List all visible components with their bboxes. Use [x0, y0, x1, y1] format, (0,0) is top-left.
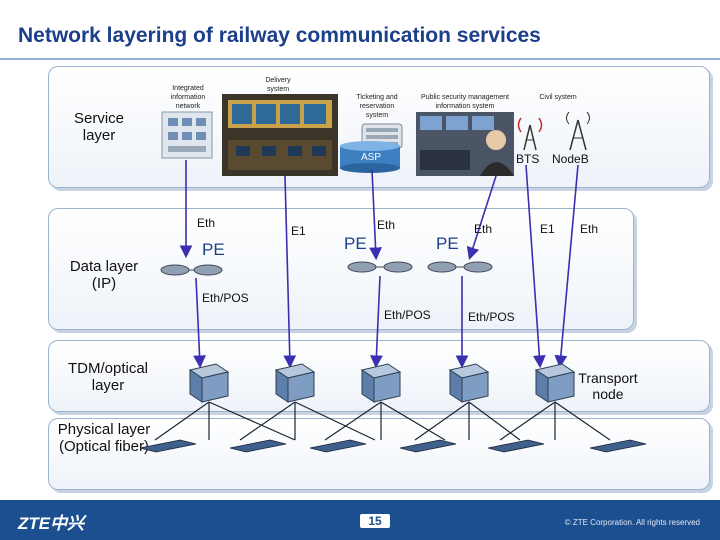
- fiber-device-4: [399, 439, 457, 453]
- e1-label-1: E1: [291, 224, 306, 238]
- arrow-asp-to-pe: [369, 169, 382, 261]
- delivery-system-label: Delivery system: [265, 77, 291, 93]
- title-divider: [0, 58, 720, 60]
- ethpos-label-2: Eth/POS: [384, 308, 431, 322]
- pe-label-2: PE: [344, 234, 367, 253]
- transport-node-4: [448, 363, 490, 403]
- integrated-network-label: Integrated information network: [170, 85, 206, 110]
- ethpos-label-3: Eth/POS: [468, 310, 515, 324]
- e1-label-2: E1: [540, 222, 555, 236]
- bts-label: BTS: [516, 152, 540, 166]
- eth-label-4: Eth: [580, 222, 599, 236]
- arrow-pe-to-tdm-1: [193, 277, 206, 369]
- fiber-devices: [139, 439, 647, 453]
- page-title: Network layering of railway communicatio…: [18, 24, 541, 47]
- fiber-device-1: [139, 439, 197, 453]
- ticketing-label: Ticketing and reservation system: [356, 94, 398, 119]
- asp-database-image: [340, 141, 400, 173]
- ethpos-label-1: Eth/POS: [202, 291, 249, 305]
- transport-node-3: [360, 363, 402, 403]
- integrated-network-image: [161, 111, 213, 159]
- public-security-label: Public security management information s…: [421, 94, 509, 110]
- pe-label-1: PE: [202, 240, 225, 259]
- data-layer-label: Data layer (IP): [69, 258, 139, 292]
- pe-label-3: PE: [436, 234, 459, 253]
- tdm-layer-label: TDM/optical layer: [67, 360, 149, 394]
- transport-node-label: Transport node: [578, 370, 638, 402]
- fiber-device-6: [589, 439, 647, 453]
- physical-layer-panel: [48, 418, 710, 490]
- delivery-system-image: [222, 94, 338, 176]
- zte-logo: ZTE中兴: [18, 514, 85, 533]
- transport-node-1: [188, 363, 230, 403]
- transport-nodes: [188, 363, 576, 403]
- page-number: 15: [360, 514, 390, 528]
- eth-label-1: Eth: [197, 216, 216, 230]
- fiber-links: [154, 401, 611, 441]
- transport-node-5: [534, 363, 576, 403]
- router-group-left: [160, 264, 223, 276]
- copyright-text: © ZTE Corporation. All rights reserved: [564, 518, 700, 527]
- nodeb-label: NodeB: [552, 152, 589, 166]
- arrow-nodeb-to-tdm: [554, 164, 579, 369]
- fiber-device-3: [309, 439, 367, 453]
- fiber-device-2: [229, 439, 287, 453]
- service-layer-label: Service layer: [73, 110, 125, 144]
- asp-label: ASP: [360, 152, 381, 163]
- bts-tower-icon: [517, 117, 543, 151]
- arrow-security-to-pe: [466, 175, 497, 261]
- arrow-delivery-to-tdm: [283, 175, 297, 369]
- fiber-device-5: [487, 439, 545, 453]
- nodeb-tower-icon: [566, 111, 590, 151]
- public-security-image: [416, 112, 514, 176]
- physical-layer-label: Physical layer (Optical fiber): [57, 421, 151, 455]
- arrow-pe-to-tdm-2: [370, 275, 383, 369]
- arrow-bts-to-tdm: [525, 164, 546, 369]
- eth-label-2: Eth: [377, 218, 396, 232]
- transport-node-2: [274, 363, 316, 403]
- civil-system-label: Civil system: [539, 94, 577, 101]
- router-group-right: [427, 261, 493, 273]
- eth-label-3: Eth: [474, 222, 493, 236]
- router-group-middle: [347, 261, 413, 273]
